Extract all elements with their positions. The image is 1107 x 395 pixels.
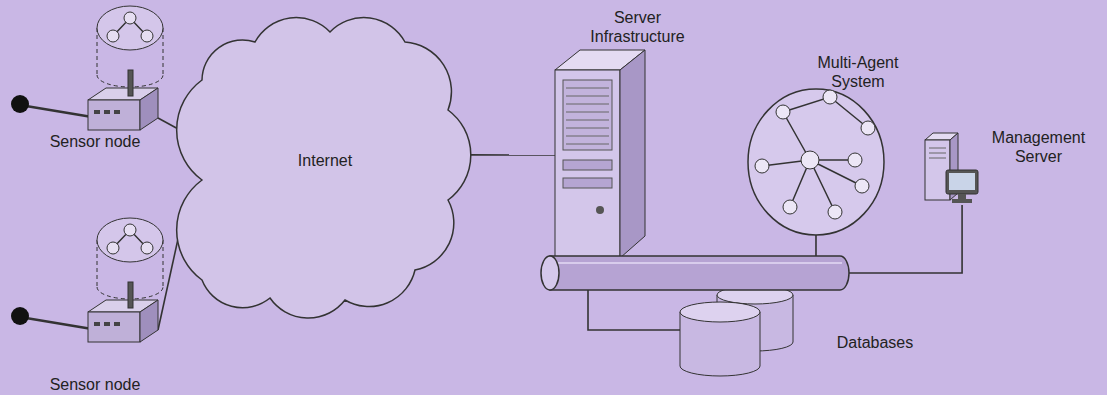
sensor-node: Sensor node bbox=[5, 5, 158, 153]
vent-lines bbox=[929, 148, 946, 158]
cloud-shape bbox=[180, 30, 470, 310]
vent-lines bbox=[566, 88, 609, 144]
agent-hub bbox=[801, 151, 819, 169]
sensor-icon bbox=[11, 6, 163, 130]
database-cylinders bbox=[680, 286, 793, 376]
drive-bay bbox=[563, 160, 612, 170]
management-server: Management Server bbox=[920, 125, 1107, 205]
drive-bay bbox=[563, 178, 612, 188]
multi-agent-system: Multi-Agent System bbox=[748, 50, 905, 235]
agent-node bbox=[783, 200, 797, 214]
monitor-stand bbox=[958, 194, 966, 199]
node-label: Server Infrastructure bbox=[580, 8, 695, 46]
agent-node bbox=[855, 179, 869, 193]
server-infrastructure: Server Infrastructure bbox=[555, 5, 705, 258]
agent-node bbox=[861, 121, 875, 135]
agent-node bbox=[755, 159, 769, 173]
tower-vent bbox=[563, 80, 612, 150]
bus-end bbox=[541, 256, 559, 290]
agent-ellipse bbox=[748, 89, 884, 235]
graph-edge bbox=[762, 97, 868, 212]
agent-node bbox=[828, 205, 842, 219]
server-tower bbox=[555, 50, 645, 258]
bus-highlight bbox=[556, 262, 842, 264]
node-label: Internet bbox=[180, 151, 470, 170]
cloud-outline bbox=[177, 18, 471, 318]
management-computer bbox=[925, 133, 978, 203]
connector-line bbox=[470, 154, 555, 156]
monitor-screen bbox=[949, 173, 975, 190]
node-label: Multi-Agent System bbox=[803, 53, 913, 91]
tower-front bbox=[555, 70, 620, 258]
tower-side bbox=[620, 50, 645, 258]
database-group: Databases bbox=[680, 285, 925, 380]
node-label: Sensor node bbox=[5, 132, 185, 151]
monitor bbox=[946, 170, 978, 194]
agent-node bbox=[776, 105, 790, 119]
sensor-icon bbox=[11, 218, 163, 342]
node-label: Databases bbox=[820, 333, 930, 352]
agent-node bbox=[823, 90, 837, 104]
monitor-base bbox=[952, 199, 972, 203]
sensor-node: Sensor node bbox=[5, 212, 158, 395]
bus-pipe bbox=[550, 256, 849, 290]
node-label: Sensor node bbox=[5, 375, 185, 394]
agent-network bbox=[748, 89, 884, 235]
message-bus bbox=[541, 256, 849, 290]
power-button bbox=[596, 206, 604, 214]
agent-node bbox=[848, 153, 862, 167]
node-label: Management Server bbox=[970, 128, 1107, 166]
database-top bbox=[680, 302, 760, 322]
internet-cloud: Internet bbox=[180, 30, 470, 310]
